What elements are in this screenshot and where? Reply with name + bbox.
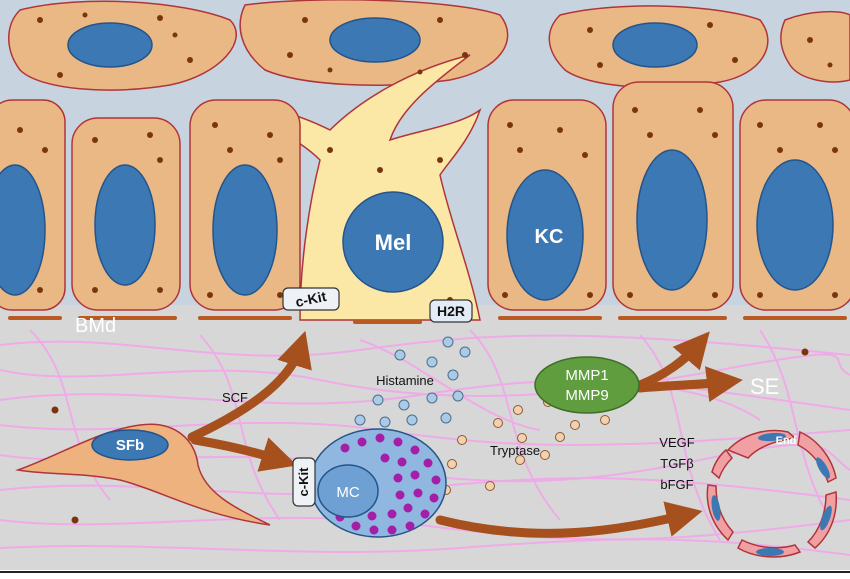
- h2r-receptor: [429, 299, 473, 323]
- label-bmd: BMd: [75, 315, 116, 337]
- melanin-granules: [17, 12, 838, 524]
- mast-cell-nucleus: [317, 464, 379, 518]
- label-tgfb: TGFβ: [660, 456, 693, 471]
- mmp-complex: [534, 356, 640, 414]
- basal-nuclei: [0, 149, 834, 301]
- label-sfb: SFb: [116, 437, 144, 454]
- melanocyte-nucleus: [342, 191, 444, 293]
- arrow-scf-to-ckit: [187, 330, 312, 442]
- label-mmp1: MMP1: [565, 367, 608, 384]
- label-scf: SCF: [222, 390, 248, 405]
- label-end: End: [776, 435, 797, 447]
- label-se: SE: [750, 374, 779, 399]
- arrow-mmp-up: [635, 331, 710, 390]
- label-bfgf: bFGF: [660, 477, 693, 492]
- fibroblast-cell: [15, 423, 271, 526]
- label-mc: MC: [336, 484, 359, 501]
- label-vegf: VEGF: [659, 435, 694, 450]
- ckit-receptor-mc: [292, 457, 316, 507]
- label-kc: KC: [535, 226, 564, 248]
- basement-membrane: [8, 316, 847, 324]
- endothelial-nuclei: [711, 432, 832, 556]
- upper-nuclei: [67, 17, 698, 68]
- label-mel: Mel: [375, 230, 412, 255]
- label-ckit-top: c-Kit: [294, 288, 328, 310]
- signaling-arrows: [187, 330, 743, 538]
- ckit-receptor-top: [282, 287, 340, 311]
- arrow-mc-to-vessel: [435, 501, 703, 538]
- label-mmp9: MMP9: [565, 387, 608, 404]
- label-tryptase: Tryptase: [490, 443, 540, 458]
- label-histamine: Histamine: [376, 373, 434, 388]
- arrow-sfb-to-mc: [190, 435, 298, 472]
- label-h2r: H2R: [437, 303, 465, 319]
- arrow-mmp-se: [635, 366, 743, 403]
- label-ckit-mc: c-Kit: [296, 467, 311, 497]
- fibroblast-nucleus: [91, 429, 169, 461]
